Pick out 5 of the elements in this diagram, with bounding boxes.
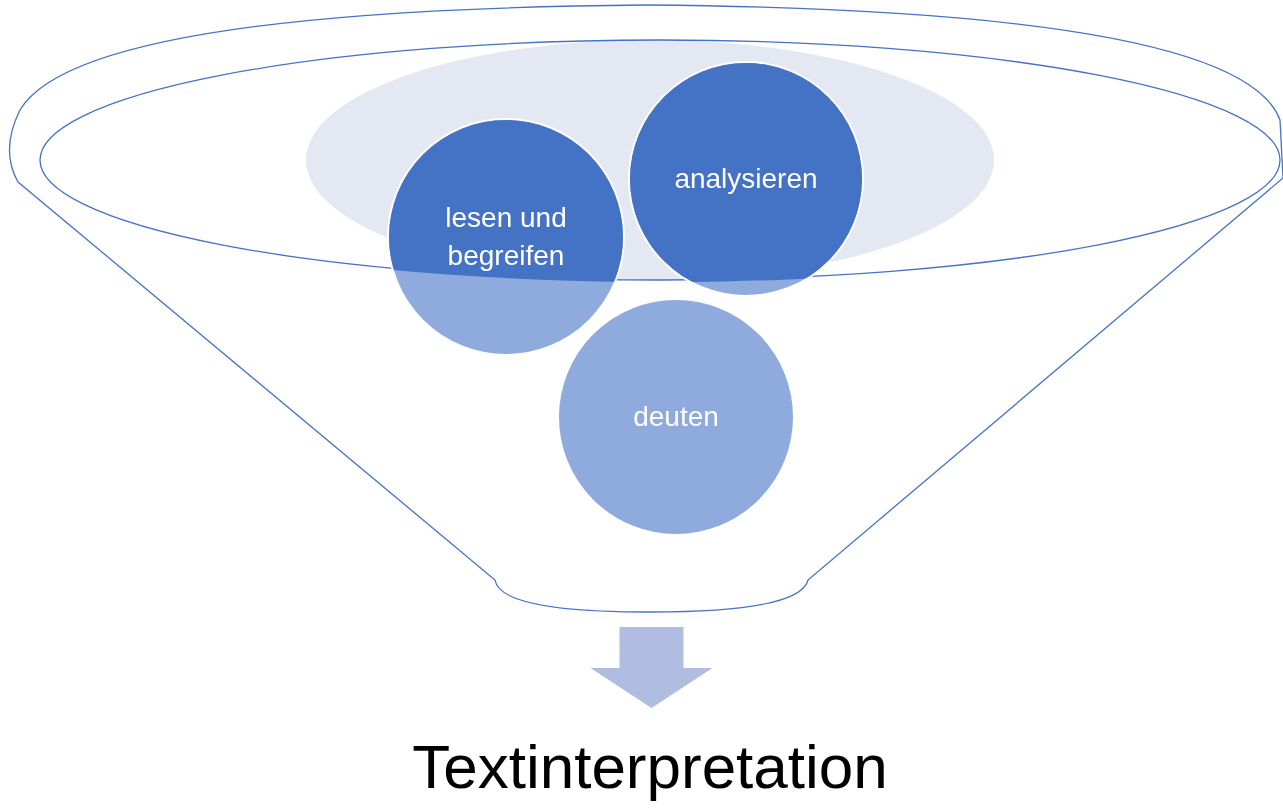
circle-label: analysieren bbox=[673, 162, 819, 196]
block-arrow bbox=[590, 627, 713, 708]
circle-label: deuten bbox=[632, 400, 720, 434]
circle-label: lesen und begreifen bbox=[444, 201, 568, 273]
result-label: Textinterpretation bbox=[412, 731, 888, 803]
